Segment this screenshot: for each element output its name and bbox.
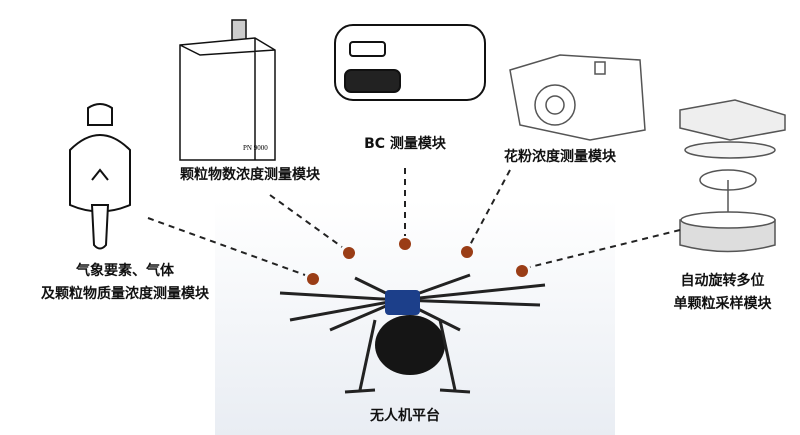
rotary-label-line1: 自动旋转多位 [680, 273, 765, 289]
platform-label: 无人机平台 [370, 408, 440, 424]
leader-lines [147, 168, 681, 276]
bc-device-illustration [334, 24, 486, 101]
pollen-label: 花粉浓度测量模块 [504, 149, 616, 165]
connection-dots [307, 238, 528, 285]
rotary-sampler-label: 自动旋转多位 单颗粒采样模块 [645, 270, 800, 316]
weather-module-label: 气象要素、气体 及颗粒物质量浓度测量模块 [0, 260, 250, 306]
weather-label-line2: 及颗粒物质量浓度测量模块 [41, 286, 209, 302]
weather-sensor-illustration [69, 103, 131, 250]
drone-illustration [279, 273, 546, 394]
pn9000-marking: PN 9000 [243, 144, 268, 152]
bc-label: BC 测量模块 [364, 136, 446, 152]
pollen-device-illustration [509, 54, 646, 141]
rotary-label-line2: 单颗粒采样模块 [673, 296, 772, 312]
particle-count-label: 颗粒物数浓度测量模块 [180, 167, 320, 183]
weather-label-line1: 气象要素、气体 [76, 263, 174, 279]
rotary-sampler-illustration [679, 99, 786, 253]
pn9000-device-illustration [179, 19, 276, 161]
